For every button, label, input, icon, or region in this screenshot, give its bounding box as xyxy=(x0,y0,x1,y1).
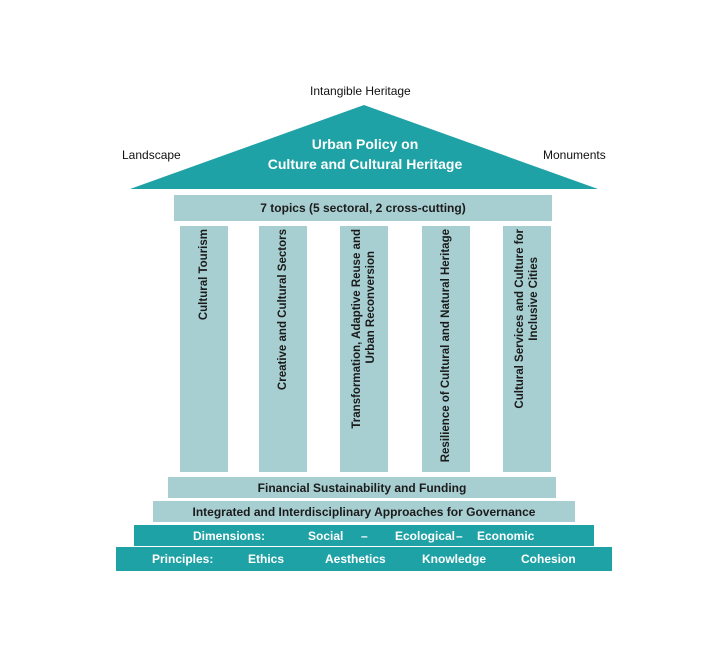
pillar-label-line: Creative and Cultural Sectors xyxy=(277,229,289,391)
principle-knowledge: Knowledge xyxy=(422,552,487,566)
financial-band: Financial Sustainability and Funding xyxy=(168,477,556,498)
roof-title-line2: Culture and Cultural Heritage xyxy=(267,156,463,172)
governance-band-text: Integrated and Interdisciplinary Approac… xyxy=(192,504,536,519)
pillar-label: Cultural Tourism xyxy=(197,229,211,469)
pillar-label-line: Transformation, Adaptive Reuse and xyxy=(351,229,363,429)
pillar-creative-cultural-sectors: Creative and Cultural Sectors xyxy=(259,226,307,472)
dimension-separator: – xyxy=(361,529,368,543)
pillar-label: Cultural Services and Culture for Inclus… xyxy=(513,229,541,469)
principle-ethics: Ethics xyxy=(248,552,285,566)
dimensions-label: Dimensions: xyxy=(193,529,266,543)
roof-pediment xyxy=(130,105,598,189)
pillar-label: Transformation, Adaptive Reuse and Urban… xyxy=(350,229,378,469)
principles-label: Principles: xyxy=(152,552,214,566)
pillar-label: Creative and Cultural Sectors xyxy=(276,229,290,469)
pillar-cultural-services: Cultural Services and Culture for Inclus… xyxy=(503,226,551,472)
topics-band-text: 7 topics (5 sectoral, 2 cross-cutting) xyxy=(260,201,466,215)
pillar-label-line: Cultural Services and Culture for xyxy=(514,229,526,409)
dimension-economic: Economic xyxy=(477,529,535,543)
pillar-resilience-heritage: Resilience of Cultural and Natural Herit… xyxy=(422,226,470,472)
pillar-label-line: Urban Reconversion xyxy=(365,251,377,364)
pillar-transformation-reuse: Transformation, Adaptive Reuse and Urban… xyxy=(340,226,388,472)
roof-title: Urban Policy on Culture and Cultural Her… xyxy=(220,134,510,174)
landscape-label: Landscape xyxy=(122,148,181,162)
intangible-heritage-label: Intangible Heritage xyxy=(310,84,411,98)
dimension-ecological: Ecological xyxy=(395,529,456,543)
dimension-separator: – xyxy=(456,529,463,543)
pillar-label: Resilience of Cultural and Natural Herit… xyxy=(439,229,453,469)
pillar-cultural-tourism: Cultural Tourism xyxy=(180,226,228,472)
principles-band xyxy=(116,547,612,571)
pillar-label-line: Inclusive Cities xyxy=(528,257,540,341)
roof-triangle xyxy=(130,105,598,189)
pillar-label-line: Resilience of Cultural and Natural Herit… xyxy=(440,229,452,463)
monuments-label: Monuments xyxy=(543,148,606,162)
dimensions-band xyxy=(134,525,594,546)
topics-band: 7 topics (5 sectoral, 2 cross-cutting) xyxy=(174,195,552,221)
dimension-social: Social xyxy=(308,529,344,543)
principle-aesthetics: Aesthetics xyxy=(325,552,386,566)
financial-band-text: Financial Sustainability and Funding xyxy=(257,480,467,495)
roof-title-line1: Urban Policy on xyxy=(311,136,419,152)
pillar-label-line: Cultural Tourism xyxy=(198,229,210,321)
principle-cohesion: Cohesion xyxy=(521,552,576,566)
governance-band: Integrated and Interdisciplinary Approac… xyxy=(153,501,575,522)
